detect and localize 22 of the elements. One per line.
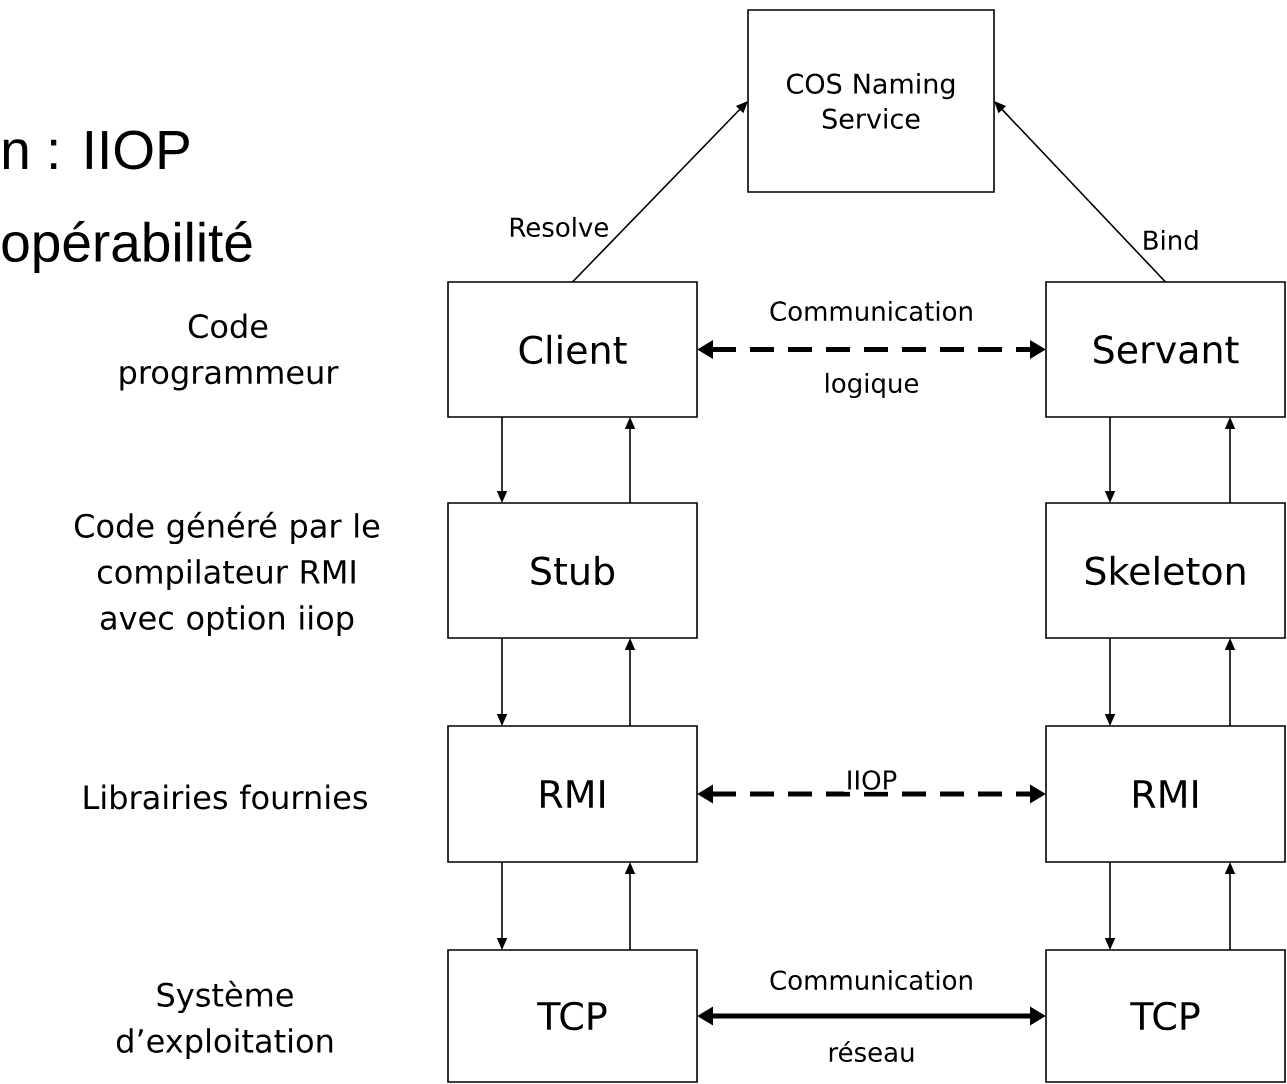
arrow [571, 101, 748, 283]
process-box: Client [447, 281, 698, 418]
layer-label: Code généré par le compilateur RMI avec option iiop [74, 511, 380, 637]
process-box: TCP [447, 949, 698, 1083]
layer-label: Librairies fournies [84, 784, 367, 810]
process-box: Skeleton [1045, 502, 1286, 639]
process-box: RMI [447, 725, 698, 863]
layer-label: Code programmeur [120, 313, 339, 391]
process-box: Servant [1045, 281, 1286, 418]
title-text: n : IIOP [3, 130, 189, 170]
process-box: TCP [1045, 949, 1286, 1083]
edge-label: IIOP [843, 768, 900, 792]
edge-label: Communication logique [770, 300, 972, 399]
edge-label: Resolve [510, 216, 608, 238]
edge-label: Communication réseau [770, 969, 972, 1063]
process-box: COS Naming Service [747, 9, 995, 193]
process-box: Stub [447, 502, 698, 639]
arrow [994, 101, 1167, 283]
process-box: RMI [1045, 725, 1286, 863]
layer-label: Système d’exploitation [116, 980, 333, 1060]
edge-label: Bind [1144, 229, 1198, 251]
title-text: opérabilité [2, 221, 252, 273]
